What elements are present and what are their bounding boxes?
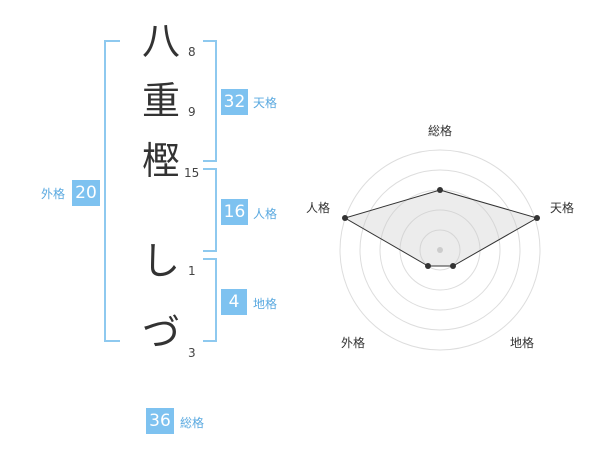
radar-ring-5	[339, 149, 541, 351]
name-char-1: 八	[141, 19, 180, 63]
radar-point-soukaku	[437, 187, 443, 193]
tenkaku-bracket	[203, 40, 217, 162]
radar-point-jinkaku	[342, 215, 348, 221]
radar-label-chikaku: 地格	[510, 336, 535, 350]
radar-label-tenkaku: 天格	[550, 201, 575, 215]
tenkaku-badge: 32	[221, 89, 248, 115]
chikaku-bracket	[203, 258, 217, 342]
radar-ring-4	[359, 169, 521, 331]
gaikaku-label: 外格	[41, 187, 66, 201]
soukaku-label: 総格	[180, 416, 205, 430]
chikaku-badge: 4	[221, 289, 247, 315]
gaikaku-badge: 20	[72, 180, 100, 206]
stroke-count-1: 8	[188, 45, 196, 59]
name-char-3: 樫	[141, 139, 180, 183]
radar-center-point	[437, 247, 443, 253]
name-char-4: し	[141, 239, 180, 283]
soukaku-badge: 36	[146, 408, 174, 434]
chikaku-label: 地格	[253, 297, 278, 311]
gaikaku-bracket	[104, 40, 120, 342]
radar-ring-1	[419, 229, 461, 271]
stroke-count-3: 15	[184, 166, 200, 180]
jinkaku-label: 人格	[253, 207, 278, 221]
radar-point-gaikaku	[425, 263, 431, 269]
radar-label-gaikaku: 外格	[341, 336, 366, 350]
name-char-2: 重	[141, 79, 180, 123]
radar-label-jinkaku: 人格	[306, 201, 331, 215]
radar-label-soukaku: 総格	[428, 124, 453, 138]
stroke-count-2: 9	[188, 105, 196, 119]
radar-shape	[343, 189, 539, 267]
radar-point-tenkaku	[534, 215, 540, 221]
jinkaku-bracket	[203, 168, 217, 252]
stroke-count-5: 3	[188, 346, 196, 360]
name-char-5: づ	[141, 311, 180, 355]
tenkaku-label: 天格	[253, 96, 278, 110]
stroke-count-4: 1	[188, 264, 196, 278]
radar-point-chikaku	[450, 263, 456, 269]
jinkaku-badge: 16	[221, 199, 248, 225]
